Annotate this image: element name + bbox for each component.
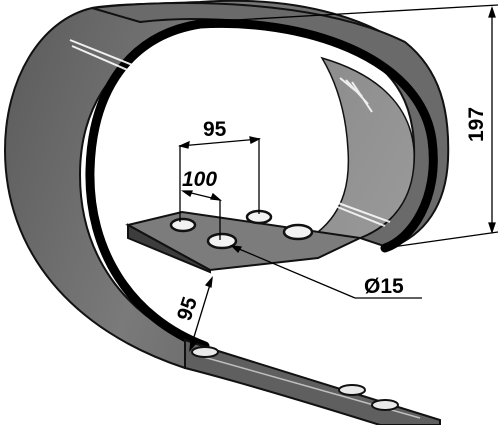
- dimension-diameter-label: Ø15: [364, 275, 404, 298]
- dimension-95-lower: [189, 275, 213, 353]
- dimension-95-lower-label: 95: [173, 294, 202, 324]
- dimension-100-diagonal-label: 100: [182, 168, 217, 191]
- band-highlight-inner: [339, 77, 373, 113]
- plate-hole-1: [169, 217, 197, 233]
- mounting-plate-top: [125, 210, 364, 272]
- mounting-plate-side: [127, 223, 211, 274]
- band-inner-surface: [316, 56, 415, 239]
- dimension-95-horizontal-label: 95: [203, 118, 227, 141]
- dimension-100-diagonal: [180, 190, 223, 240]
- band-outer-face: [3, 0, 424, 370]
- plate-hole-4: [282, 223, 314, 241]
- plate-hole-2: [206, 232, 238, 250]
- band-highlight-lower: [329, 199, 391, 227]
- lower-hole-2: [338, 384, 366, 396]
- dimension-197-vertical-label: 197: [465, 107, 488, 142]
- lower-hole-1: [191, 346, 219, 358]
- lower-hole-3: [371, 399, 399, 411]
- dimension-95-horizontal: [178, 136, 261, 222]
- dimension-diameter-leader: [230, 245, 422, 299]
- band-inner-rim: [85, 18, 438, 351]
- band-highlight-top: [69, 39, 141, 73]
- dimension-197-vertical: [199, 4, 499, 249]
